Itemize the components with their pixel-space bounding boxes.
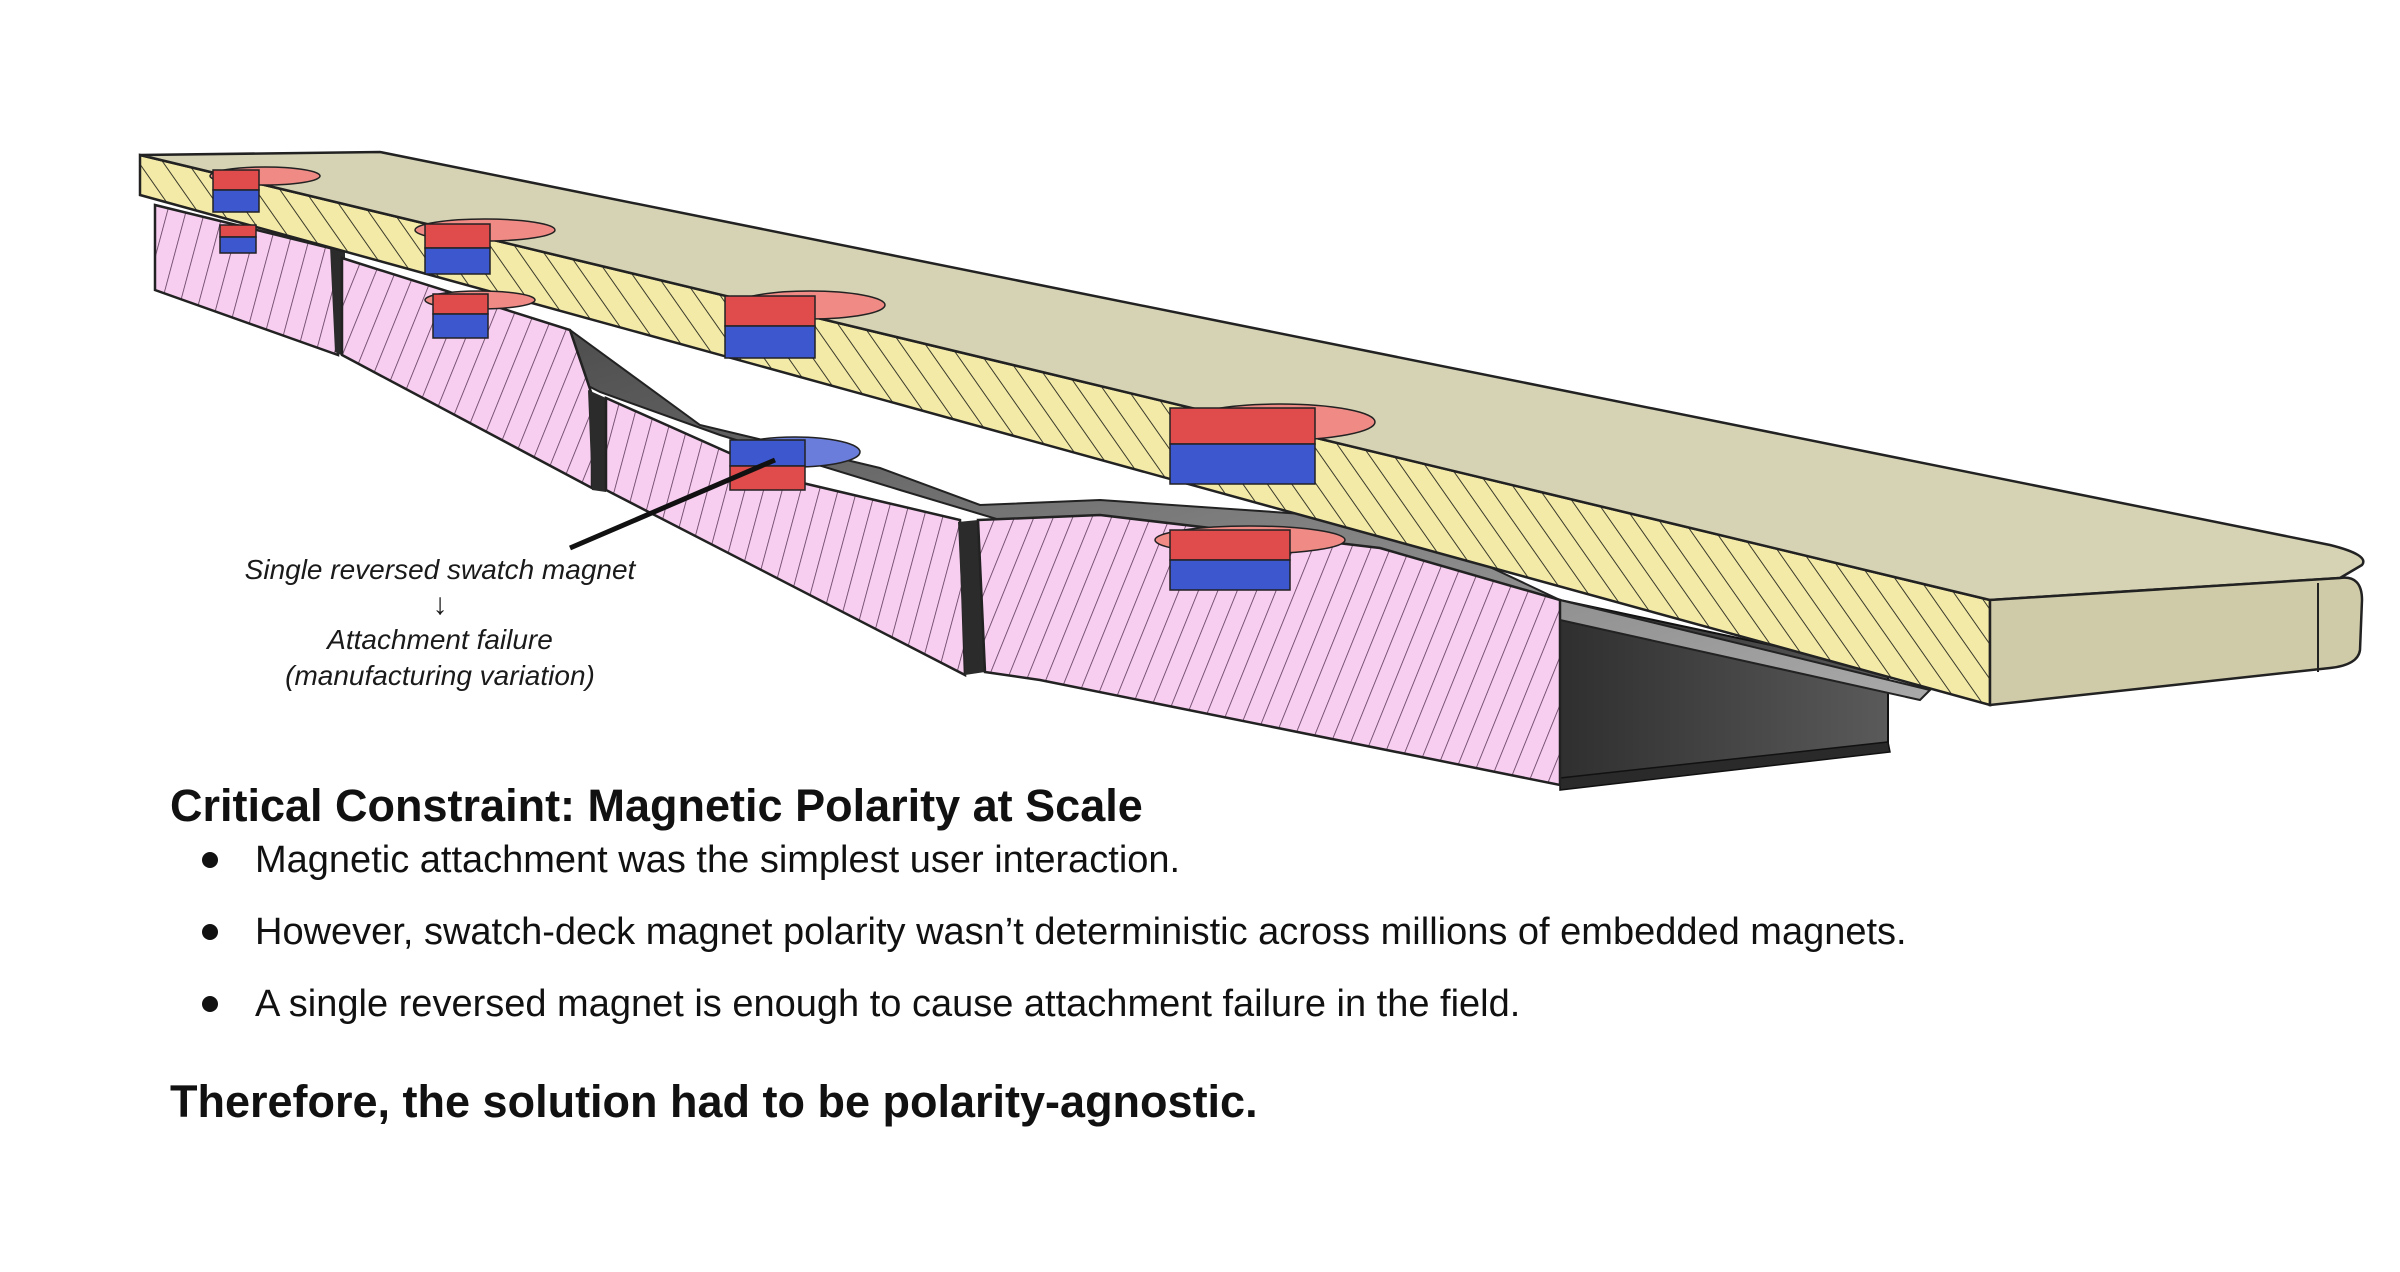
bullet-text: A single reversed magnet is enough to ca…: [255, 983, 1521, 1025]
bullet-dot-icon: [202, 924, 218, 940]
bullet-list: Magnetic attachment was the simplest use…: [170, 836, 1907, 1052]
bullet-text: Magnetic attachment was the simplest use…: [255, 839, 1181, 881]
magnetic-deck-cutaway-illustration: [138, 150, 2365, 791]
bullet-dot-icon: [202, 852, 218, 868]
bullet-item: Magnetic attachment was the simplest use…: [170, 836, 1907, 884]
top-magnet-4: [1169, 403, 1376, 485]
top-plate-end: [1988, 576, 2364, 707]
callout-leader-line: [569, 457, 776, 551]
bullet-item: However, swatch-deck magnet polarity was…: [170, 908, 1907, 956]
panel-gap-2: [588, 390, 606, 492]
top-plate-surface: [139, 150, 2365, 602]
callout-down-arrow-icon: ↓: [432, 588, 448, 621]
callout-line-1: Single reversed swatch magnet: [244, 554, 636, 585]
swatch-magnet-1: [219, 224, 257, 254]
bullet-dot-icon: [202, 996, 218, 1012]
swatch-magnet-4: [1154, 525, 1346, 591]
panel-gap-3: [958, 520, 985, 675]
bullet-item: A single reversed magnet is enough to ca…: [170, 980, 1907, 1028]
callout-line-3: (manufacturing variation): [285, 660, 595, 691]
slide-heading: Critical Constraint: Magnetic Polarity a…: [170, 780, 1143, 831]
swatch-magnet-2: [424, 290, 536, 339]
interior-channel: [339, 256, 1932, 702]
swatch-panel-4: [976, 513, 1562, 787]
reversed-magnet-callout: Single reversed swatch magnet ↓ Attachme…: [200, 552, 680, 694]
conclusion-statement: Therefore, the solution had to be polari…: [170, 1076, 1258, 1127]
top-magnet-1: [209, 166, 321, 213]
callout-line-2: Attachment failure: [327, 624, 553, 655]
top-magnet-3: [724, 290, 886, 359]
top-magnet-2: [414, 218, 556, 275]
swatch-panel-1: [153, 203, 340, 357]
bullet-text: However, swatch-deck magnet polarity was…: [255, 911, 1907, 953]
